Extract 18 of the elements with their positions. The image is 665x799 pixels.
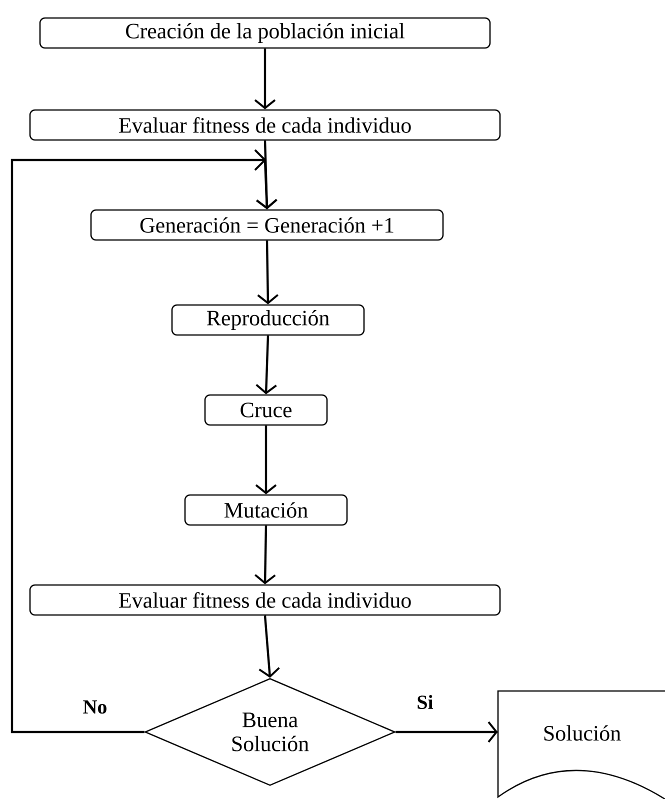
arrow <box>255 426 277 494</box>
arrow <box>257 240 278 304</box>
edge-label: No <box>83 700 106 714</box>
process-box: Generación = Generación +1 <box>90 209 444 241</box>
process-box: Creación de la población inicial <box>39 17 491 49</box>
process-box: Reproducción <box>171 304 365 336</box>
process-box: Cruce <box>204 394 328 426</box>
process-box: Evaluar fitness de cada individuo <box>29 584 501 616</box>
arrow <box>258 616 280 678</box>
arrow <box>254 526 276 584</box>
process-box: Mutación <box>184 494 348 526</box>
arrow <box>256 140 278 210</box>
arrow <box>254 48 276 110</box>
arrow <box>256 336 277 394</box>
process-box: Evaluar fitness de cada individuo <box>29 109 501 141</box>
edge-label: Si <box>418 694 434 710</box>
arrow <box>396 721 498 743</box>
arrow <box>10 149 278 734</box>
